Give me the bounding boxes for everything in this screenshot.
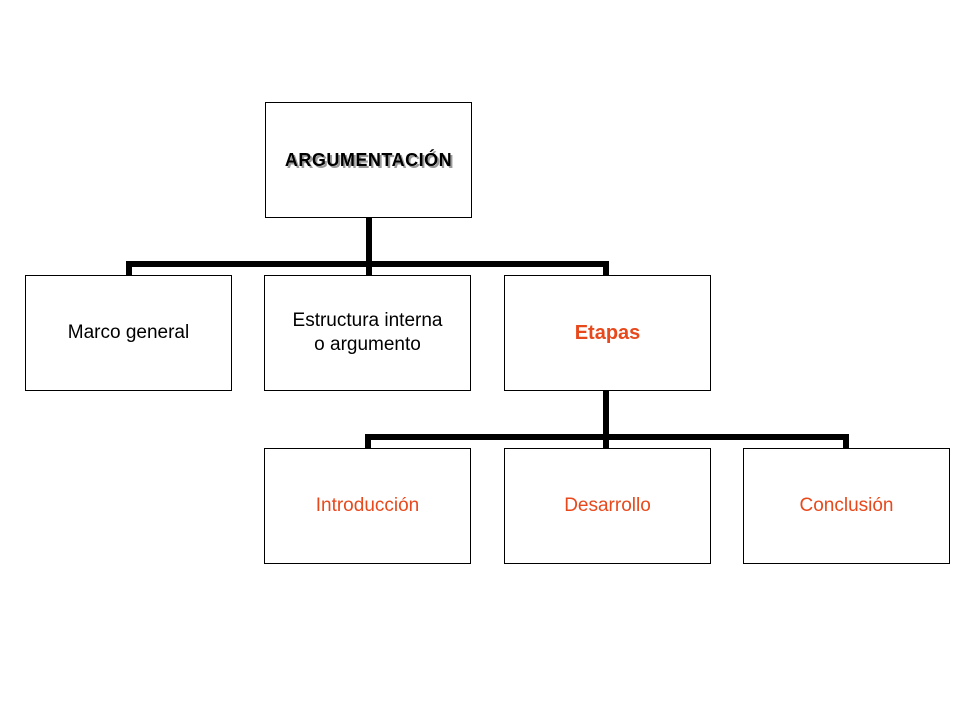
- node-conclusion: Conclusión: [743, 448, 950, 564]
- node-estructura-interna: Estructura interna o argumento: [264, 275, 471, 391]
- node-etapas: Etapas: [504, 275, 711, 391]
- node-estructura-interna-label: Estructura interna o argumento: [292, 310, 443, 355]
- node-introduccion-label: Introducción: [315, 495, 420, 517]
- node-etapas-label: Etapas: [574, 321, 641, 344]
- node-argumentacion: ARGUMENTACIÓN: [265, 102, 472, 218]
- node-argumentacion-label: ARGUMENTACIÓN: [284, 149, 453, 170]
- node-marco-general: Marco general: [25, 275, 232, 391]
- node-conclusion-label: Conclusión: [799, 495, 894, 517]
- node-introduccion: Introducción: [264, 448, 471, 564]
- node-desarrollo: Desarrollo: [504, 448, 711, 564]
- node-marco-general-label: Marco general: [67, 322, 190, 344]
- node-desarrollo-label: Desarrollo: [564, 495, 651, 517]
